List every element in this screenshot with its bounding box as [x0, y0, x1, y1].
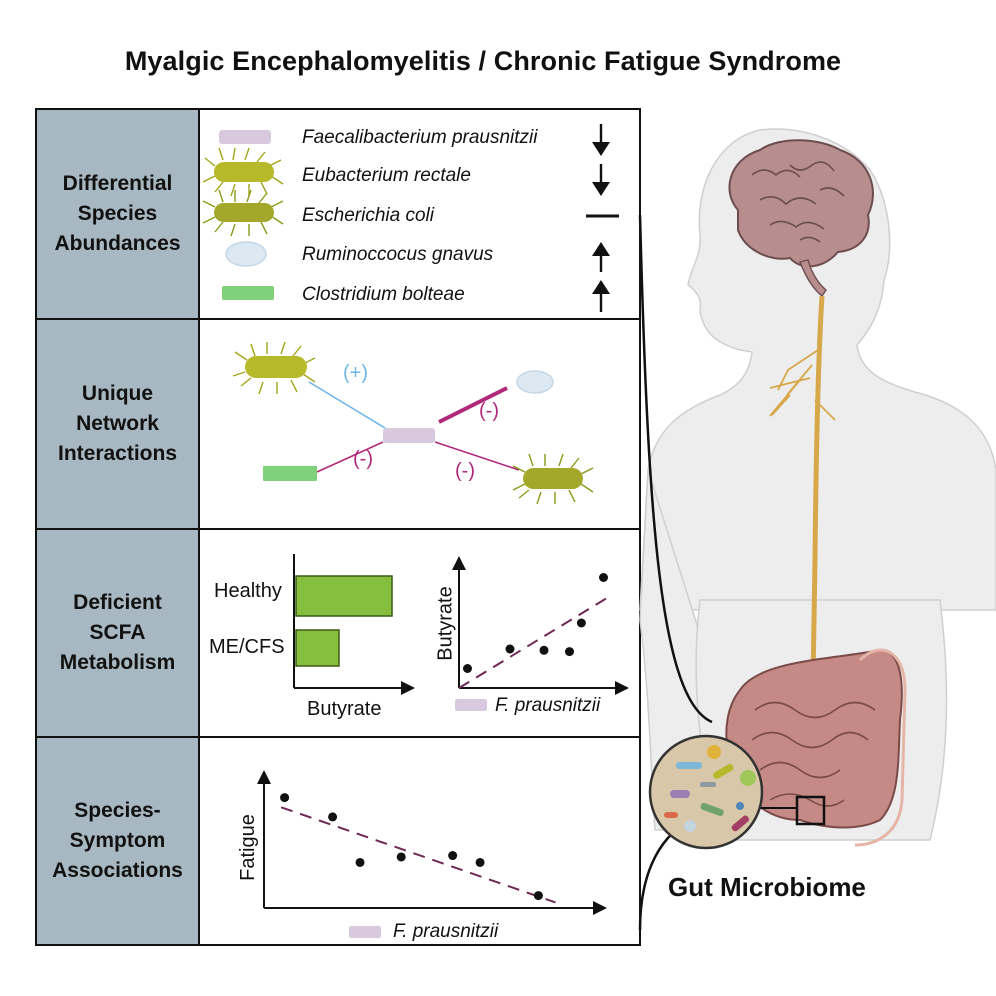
scatter-point — [280, 793, 290, 803]
scatter-point — [463, 664, 472, 673]
x-axis-arrow — [593, 901, 607, 915]
arrow-up-icon — [592, 280, 610, 312]
trend-line — [458, 596, 610, 689]
vagus-branches — [769, 349, 836, 421]
heading-line: Species- — [74, 799, 161, 822]
negative-edge-strong — [438, 386, 508, 424]
heading-line: Associations — [52, 859, 183, 882]
flagellated-rod-green-icon — [202, 189, 284, 237]
olive-rod-body — [214, 162, 274, 182]
clostridium-node — [263, 466, 317, 481]
scatter-point — [396, 852, 406, 862]
summary-grid: Differential Species Abundances — [35, 108, 641, 946]
scatter-point — [565, 647, 574, 657]
faecalibacterium-node — [383, 428, 435, 443]
species-name: Eubacterium rectale — [302, 165, 471, 186]
escherichia-node — [523, 468, 583, 489]
scatter-point — [475, 857, 485, 867]
zoom-box — [795, 795, 826, 826]
heading-line: Unique — [81, 382, 154, 405]
heading-line: Differential — [62, 172, 173, 195]
species-name: Faecalibacterium prausnitzii — [302, 127, 538, 148]
oval-blue-icon — [225, 241, 267, 267]
section-heading: Unique Network Interactions — [37, 320, 200, 528]
bar-category-label: ME/CFS — [209, 636, 285, 658]
fprausnitzii-key-icon — [349, 926, 381, 938]
heading-line: Interactions — [57, 442, 178, 465]
scatter-point — [576, 618, 586, 628]
green-rod-body — [214, 203, 274, 222]
bar-healthy — [295, 575, 393, 617]
microbiome-magnifier-icon — [648, 734, 764, 850]
flagellated-rod-green-icon — [512, 453, 594, 505]
arrow-down-icon — [592, 124, 610, 156]
scatter-point — [599, 573, 608, 582]
scatter-x-label: F. prausnitzii — [393, 921, 499, 942]
scatter-point — [533, 891, 543, 901]
fatigue-scatter-plot — [257, 770, 607, 915]
section-heading: Species- Symptom Associations — [37, 738, 200, 944]
scatter-point — [448, 851, 458, 861]
heading-line: Symptom — [69, 829, 166, 852]
figure-title: Myalgic Encephalomyelitis / Chronic Fati… — [124, 46, 842, 76]
x-axis-arrow — [401, 681, 415, 695]
scatter-point — [355, 857, 365, 867]
section-species-symptom: Species- Symptom Associations Fatigue F.… — [37, 738, 639, 944]
gut-microbiome-caption: Gut Microbiome — [668, 872, 866, 902]
heading-line: Network — [76, 412, 159, 435]
section-heading: Deficient SCFA Metabolism — [37, 530, 200, 736]
vagus-nerve — [810, 295, 825, 681]
heading-line: Deficient — [73, 591, 162, 614]
section-heading: Differential Species Abundances — [37, 110, 200, 318]
species-icons — [202, 124, 619, 312]
negative-edge — [434, 441, 520, 471]
species-name: Clostridium bolteae — [302, 284, 465, 305]
heading-line: Abundances — [54, 232, 181, 255]
butyrate-bar-chart — [293, 554, 415, 695]
edge-label-negative: (-) — [455, 460, 475, 482]
heading-line: Species — [77, 202, 158, 225]
positive-edge — [308, 381, 386, 429]
edge-label-negative: (-) — [353, 448, 373, 470]
section-network-interactions: Unique Network Interactions (+) (-) (-) — [37, 320, 639, 530]
species-name: Ruminoccocus gnavus — [302, 244, 494, 265]
flagellated-rod-olive-icon — [232, 341, 316, 395]
flagellated-rod-olive-icon — [202, 147, 284, 197]
butyrate-scatter-plot — [452, 556, 629, 695]
y-axis-arrow — [257, 770, 271, 784]
scatter-point — [328, 812, 338, 822]
negative-edge — [316, 441, 384, 473]
species-name: Escherichia coli — [302, 205, 434, 226]
trend-line — [280, 806, 556, 904]
fprausnitzii-key-icon — [455, 699, 487, 711]
y-axis-arrow — [452, 556, 466, 570]
scatter-point — [505, 644, 515, 654]
ruminococcus-node — [516, 370, 554, 394]
heading-line: Metabolism — [59, 651, 176, 674]
arrow-down-icon — [592, 164, 610, 196]
section-scfa-metabolism: Deficient SCFA Metabolism Healthy ME/CFS… — [37, 530, 639, 738]
edge-label-positive: (+) — [343, 362, 368, 384]
rod-lavender-icon — [219, 130, 271, 144]
eubacterium-node — [245, 356, 307, 378]
scatter-point — [539, 645, 549, 655]
intestine-icon — [725, 648, 907, 847]
heading-line: SCFA — [89, 621, 146, 644]
bar-me-cfs — [295, 629, 340, 667]
network-diagram — [232, 341, 594, 505]
arrow-up-icon — [592, 242, 610, 272]
section-differential-abundances: Differential Species Abundances — [37, 110, 639, 320]
rod-green-icon — [222, 286, 274, 300]
brain-icon — [728, 139, 874, 298]
bar-x-label: Butyrate — [307, 698, 382, 720]
x-axis-arrow — [615, 681, 629, 695]
connector-curve — [638, 214, 713, 724]
edge-label-negative: (-) — [479, 400, 499, 422]
scatter-x-label: F. prausnitzii — [495, 695, 601, 716]
bar-category-label: Healthy — [214, 580, 282, 602]
